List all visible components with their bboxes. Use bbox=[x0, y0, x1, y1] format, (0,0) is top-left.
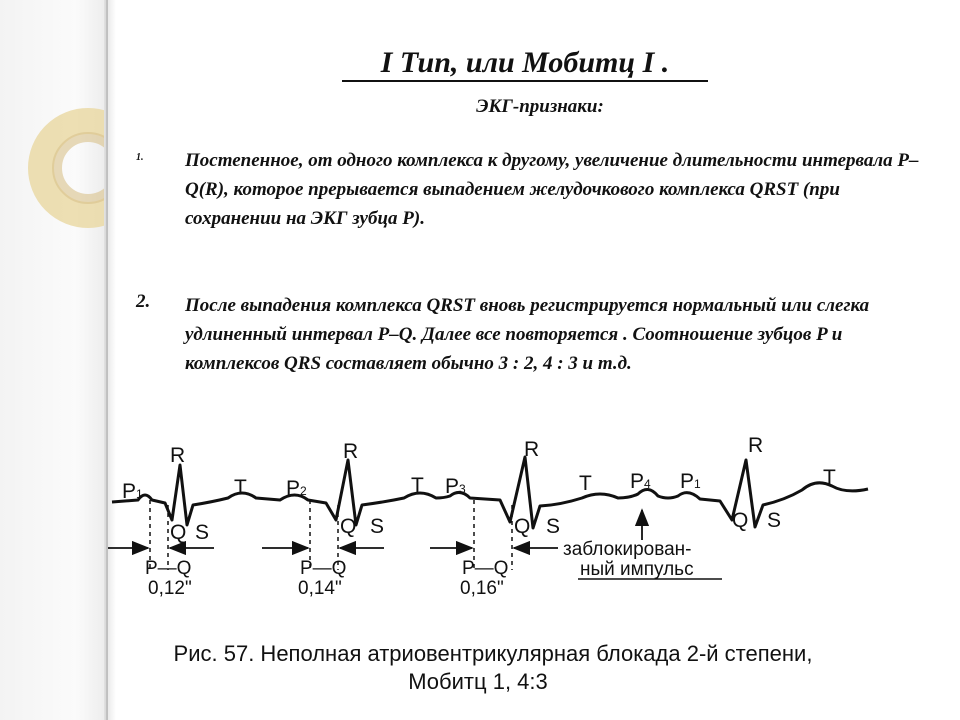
side-panel-shadow bbox=[106, 0, 116, 720]
ecg-label-t-2: T bbox=[411, 474, 424, 497]
interval-label-3: P—Q bbox=[462, 558, 508, 579]
side-panel-edge bbox=[104, 0, 108, 720]
blocked-impulse-line2: ный импульс bbox=[580, 559, 694, 580]
list-item-1: Постепенное, от одного комплекса к друго… bbox=[185, 150, 919, 229]
ecg-label-q-4: Q bbox=[732, 509, 748, 532]
slide-title: I Тип, или Мобитц I . bbox=[330, 46, 720, 82]
figure-caption: Рис. 57. Неполная атриовентрикулярная бл… bbox=[108, 640, 878, 696]
ecg-label-p-4: P4 bbox=[630, 470, 651, 493]
interval-guides bbox=[149, 500, 513, 570]
ecg-label-r-3: R bbox=[524, 438, 539, 461]
list-marker-2: 2. bbox=[136, 291, 151, 312]
ecg-label-s-2: S bbox=[370, 515, 384, 538]
ecg-label-s-1: S bbox=[195, 521, 209, 544]
interval-value-3: 0,16" bbox=[460, 578, 504, 599]
ecg-label-t-3: T bbox=[579, 472, 592, 495]
ecg-label-q-2: Q bbox=[340, 515, 356, 538]
caption-line-2: Мобитц 1, 4:3 bbox=[408, 669, 548, 694]
interval-label-1: P—Q bbox=[145, 558, 191, 579]
ecg-label-t-1: T bbox=[234, 476, 247, 499]
caption-line-1: Рис. 57. Неполная атриовентрикулярная бл… bbox=[173, 641, 813, 666]
interval-label-2: P—Q bbox=[300, 558, 346, 579]
list-marker-1: 1. bbox=[136, 152, 144, 163]
ecg-label-p-5: P1 bbox=[680, 470, 701, 493]
slide-title-text: I Тип, или Мобитц I . bbox=[380, 46, 670, 79]
ecg-label-p-2: P2 bbox=[286, 477, 307, 500]
ecg-label-s-3: S bbox=[546, 515, 560, 538]
ecg-label-s-4: S bbox=[767, 509, 781, 532]
blocked-impulse-line1: заблокирован- bbox=[563, 539, 692, 560]
interval-value-1: 0,12" bbox=[148, 578, 192, 599]
ecg-label-r-4: R bbox=[748, 434, 763, 457]
title-underline bbox=[342, 80, 708, 82]
ecg-label-q-1: Q bbox=[170, 521, 186, 544]
ecg-label-p-3: P3 bbox=[445, 475, 466, 498]
list-item-2: После выпадения комплекса QRST вновь рег… bbox=[185, 295, 870, 374]
ecg-label-p-1: P1 bbox=[122, 480, 143, 503]
interval-value-2: 0,14" bbox=[298, 578, 342, 599]
ring-mask bbox=[108, 100, 168, 240]
ecg-label-t-4: T bbox=[823, 466, 836, 489]
ecg-label-r-2: R bbox=[343, 440, 358, 463]
interval-arrows bbox=[108, 508, 650, 556]
slide-subtitle: ЭКГ-признаки: bbox=[476, 96, 604, 117]
ecg-label-q-3: Q bbox=[514, 515, 530, 538]
ecg-label-r-1: R bbox=[170, 444, 185, 467]
ecg-trace bbox=[111, 455, 869, 530]
